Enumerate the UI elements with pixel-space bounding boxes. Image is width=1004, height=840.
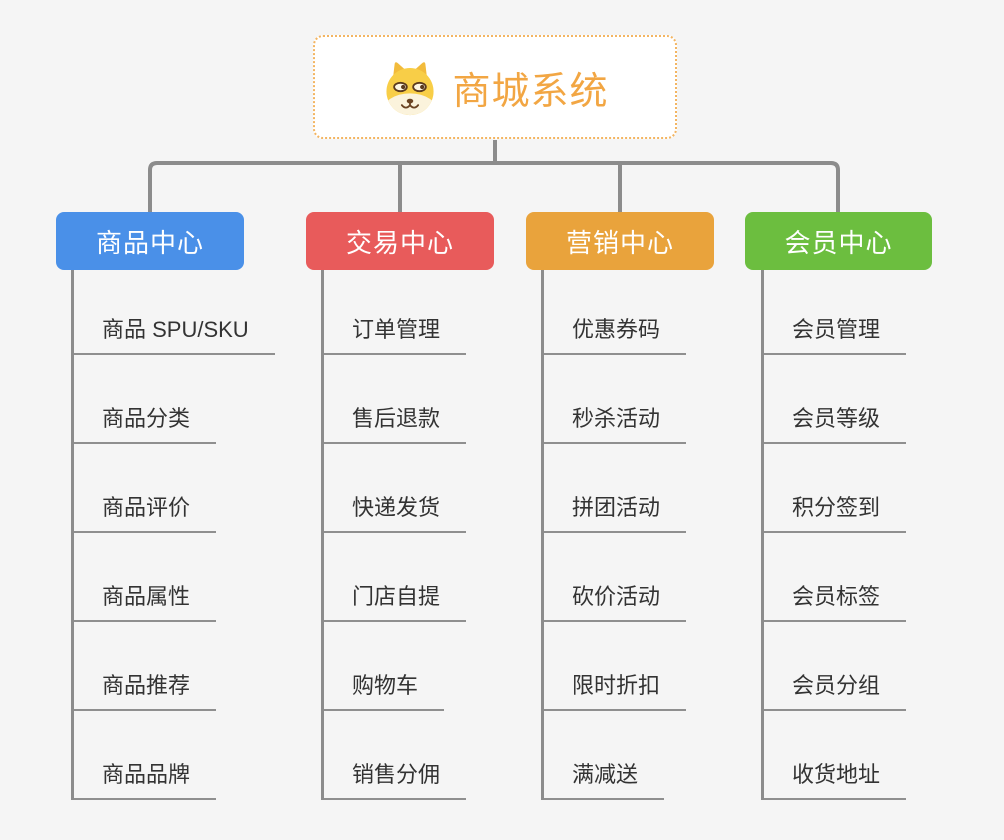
branch-label: 会员中心 xyxy=(784,227,893,258)
branch-node-member-center[interactable]: 会员中心 xyxy=(745,212,932,270)
child-topic[interactable]: 拼团活动 xyxy=(544,444,687,533)
child-topic-label: 优惠券码 xyxy=(544,312,687,355)
child-topic[interactable]: 购物车 xyxy=(324,622,466,711)
child-topic-label: 订单管理 xyxy=(324,312,467,355)
child-topic[interactable]: 会员管理 xyxy=(764,270,907,355)
child-topic-label: 会员等级 xyxy=(764,401,907,444)
child-topic[interactable]: 商品属性 xyxy=(74,533,275,622)
child-topic-label: 满减送 xyxy=(544,757,665,800)
child-topic-label: 砍价活动 xyxy=(544,579,687,622)
child-topic-label: 商品推荐 xyxy=(74,668,217,711)
child-topic-label: 秒杀活动 xyxy=(544,401,687,444)
child-topic[interactable]: 会员标签 xyxy=(764,533,907,622)
child-list-trade-center: 订单管理 售后退款 快递发货 门店自提 购物车 销售分佣 xyxy=(321,270,467,800)
child-topic-label: 售后退款 xyxy=(324,401,467,444)
child-topic-label: 会员分组 xyxy=(764,668,907,711)
child-topic[interactable]: 积分签到 xyxy=(764,444,907,533)
child-topic-label: 拼团活动 xyxy=(544,490,687,533)
child-topic-label: 商品属性 xyxy=(74,579,217,622)
child-topic[interactable]: 秒杀活动 xyxy=(544,355,687,444)
child-topic[interactable]: 限时折扣 xyxy=(544,622,687,711)
child-topic[interactable]: 销售分佣 xyxy=(324,711,467,800)
child-topic-label: 收货地址 xyxy=(764,757,907,800)
root-node[interactable]: 商城系统 xyxy=(313,35,677,139)
child-topic-label: 快递发货 xyxy=(324,490,467,533)
child-topic-label: 门店自提 xyxy=(324,579,467,622)
child-topic[interactable]: 门店自提 xyxy=(324,533,467,622)
child-topic[interactable]: 商品品牌 xyxy=(74,711,275,800)
child-topic-label: 限时折扣 xyxy=(544,668,687,711)
child-topic[interactable]: 满减送 xyxy=(544,711,686,800)
child-topic-label: 商品分类 xyxy=(74,401,217,444)
child-topic[interactable]: 收货地址 xyxy=(764,711,907,800)
branch-label: 商品中心 xyxy=(95,227,204,258)
child-topic[interactable]: 商品推荐 xyxy=(74,622,275,711)
doge-icon xyxy=(386,62,435,116)
child-topic[interactable]: 订单管理 xyxy=(324,270,467,355)
child-topic[interactable]: 商品 SPU/SKU xyxy=(74,270,275,355)
branch-bus-line xyxy=(148,161,840,212)
child-topic[interactable]: 优惠券码 xyxy=(544,270,687,355)
branch-node-marketing-center[interactable]: 营销中心 xyxy=(526,212,714,270)
child-list-member-center: 会员管理 会员等级 积分签到 会员标签 会员分组 收货地址 xyxy=(761,270,907,800)
child-topic[interactable]: 商品分类 xyxy=(74,355,275,444)
branch-label: 营销中心 xyxy=(565,227,674,258)
child-topic-label: 积分签到 xyxy=(764,490,907,533)
child-topic[interactable]: 砍价活动 xyxy=(544,533,687,622)
child-topic-label: 购物车 xyxy=(324,668,445,711)
branch-node-product-center[interactable]: 商品中心 xyxy=(56,212,244,270)
child-topic-label: 会员管理 xyxy=(764,312,907,355)
child-list-product-center: 商品 SPU/SKU 商品分类 商品评价 商品属性 商品推荐 商品品牌 xyxy=(71,270,275,800)
child-topic[interactable]: 快递发货 xyxy=(324,444,467,533)
branch-label: 交易中心 xyxy=(345,227,454,258)
child-topic-label: 商品 SPU/SKU xyxy=(74,312,275,355)
branch-node-trade-center[interactable]: 交易中心 xyxy=(306,212,494,270)
child-topic-label: 会员标签 xyxy=(764,579,907,622)
child-topic[interactable]: 售后退款 xyxy=(324,355,467,444)
child-topic[interactable]: 商品评价 xyxy=(74,444,275,533)
child-topic[interactable]: 会员等级 xyxy=(764,355,907,444)
child-topic-label: 商品评价 xyxy=(74,490,217,533)
child-topic-label: 商品品牌 xyxy=(74,757,217,800)
child-topic[interactable]: 会员分组 xyxy=(764,622,907,711)
child-topic-label: 销售分佣 xyxy=(324,757,467,800)
root-title: 商城系统 xyxy=(452,70,609,113)
child-list-marketing-center: 优惠券码 秒杀活动 拼团活动 砍价活动 限时折扣 满减送 xyxy=(541,270,687,800)
